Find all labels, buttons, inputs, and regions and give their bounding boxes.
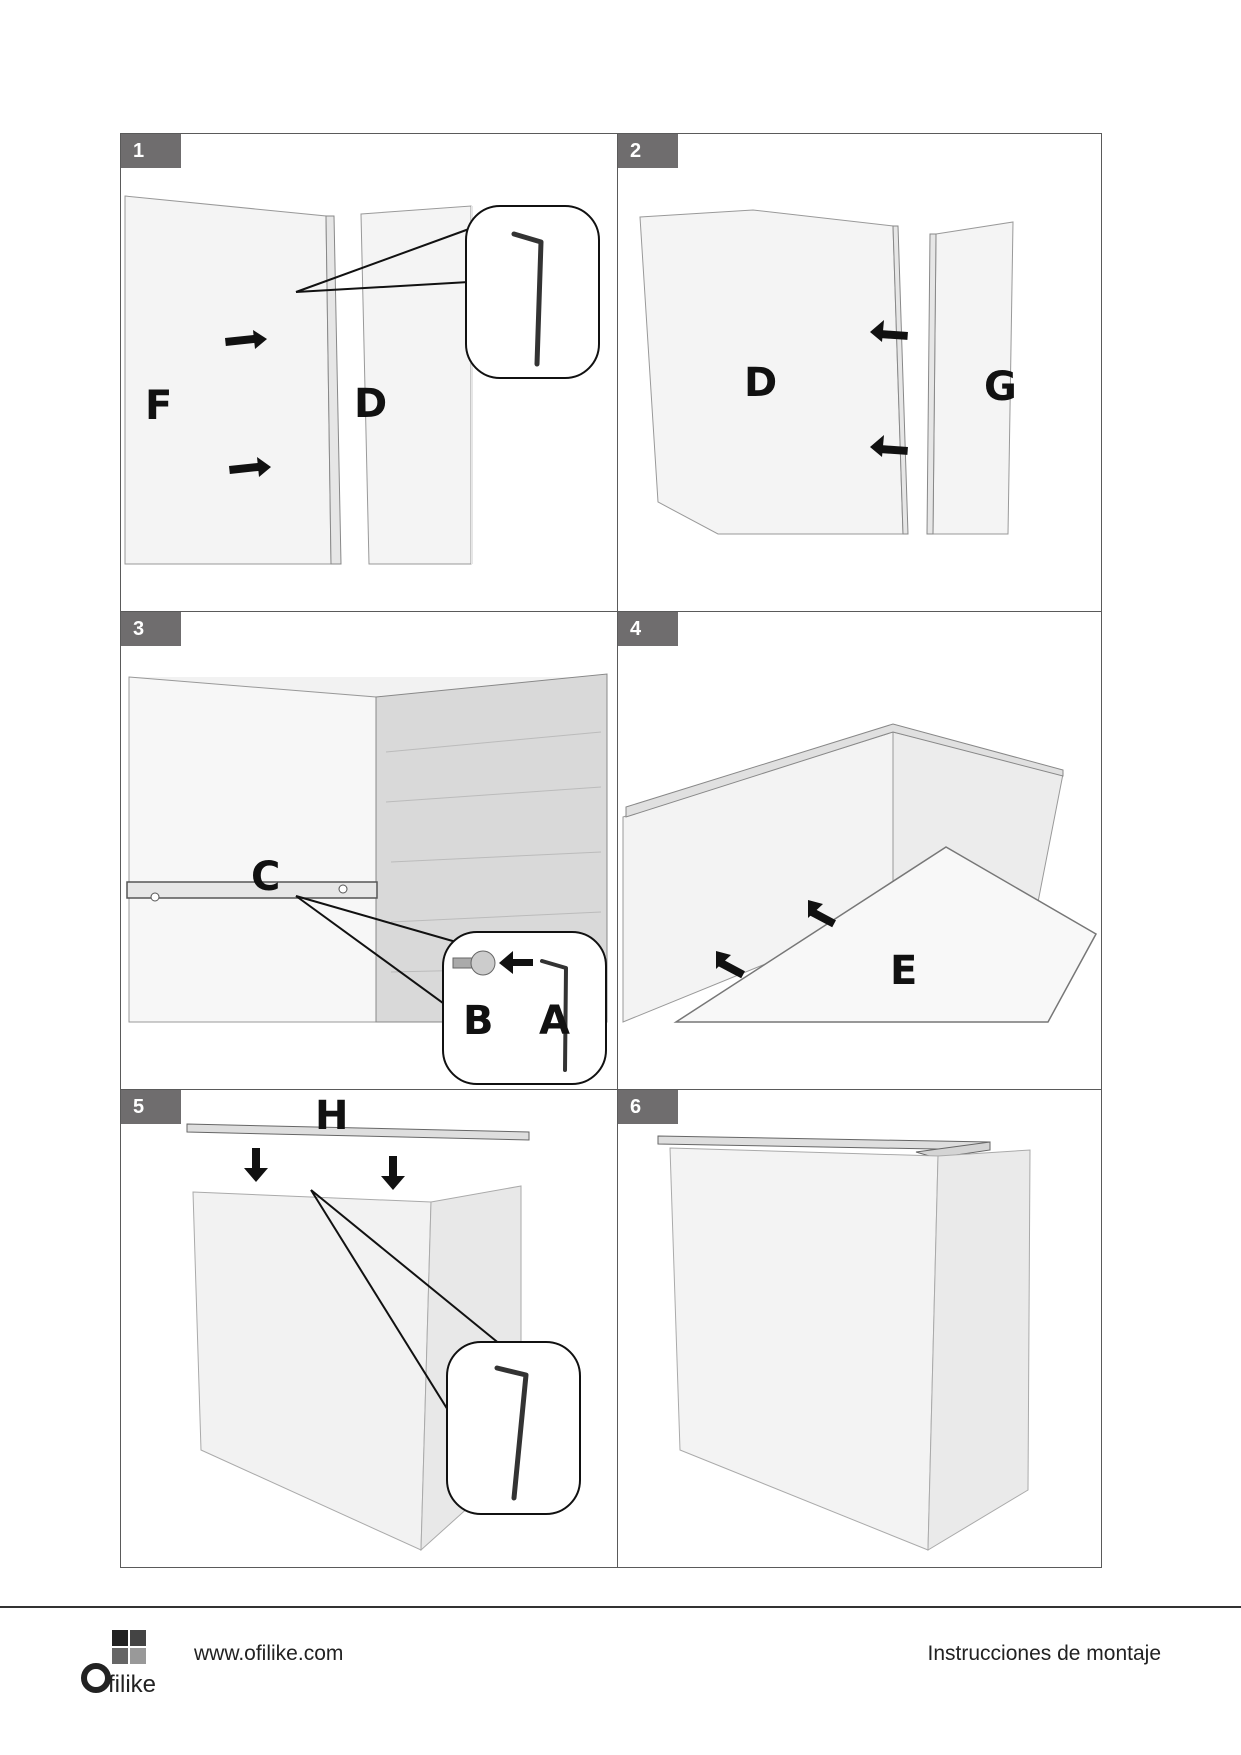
allen-key-icon xyxy=(494,1365,529,1501)
callout-box xyxy=(465,205,600,379)
part-label-d: D xyxy=(744,360,777,406)
grid-divider xyxy=(120,1089,1102,1090)
arrow-icon xyxy=(381,1156,405,1190)
step-number: 3 xyxy=(121,612,181,646)
part-label-h: H xyxy=(315,1093,348,1139)
step-panel-4: 4 E xyxy=(618,612,1109,1090)
cabinet-front xyxy=(669,1147,939,1551)
part-label-e: E xyxy=(890,948,917,994)
cabinet-front xyxy=(192,1191,432,1551)
arrow-icon xyxy=(244,1148,268,1182)
part-label-c: C xyxy=(251,854,280,900)
step-6-illustration xyxy=(657,1135,1031,1551)
part-label-g: G xyxy=(984,364,1017,410)
part-label-b: B xyxy=(463,998,494,1044)
cabinet-side xyxy=(927,1149,1031,1551)
logo-o-icon xyxy=(81,1663,111,1693)
part-label-a: A xyxy=(539,998,570,1044)
allen-key-icon xyxy=(511,231,544,367)
logo-squares-icon xyxy=(112,1630,146,1664)
arrow-icon xyxy=(870,435,908,457)
step-number: 6 xyxy=(618,1090,678,1124)
step-5-illustration: H xyxy=(186,1093,581,1552)
website-link[interactable]: www.ofilike.com xyxy=(194,1642,344,1665)
ofilike-logo: filike xyxy=(81,1630,156,1696)
part-label-d: D xyxy=(354,381,387,427)
step-number: 2 xyxy=(618,134,678,168)
step-2-illustration: D G xyxy=(639,209,1017,535)
panel-f-edge xyxy=(325,215,342,565)
countertop-h xyxy=(657,1135,991,1151)
arrow-icon xyxy=(225,330,267,349)
arrow-icon xyxy=(716,951,745,979)
bracket-c xyxy=(126,881,378,899)
arrow-icon xyxy=(499,951,533,974)
step-3-illustration: C B A xyxy=(126,673,608,1085)
callout-box xyxy=(446,1341,581,1515)
step-number: 4 xyxy=(618,612,678,646)
allen-key-icon xyxy=(540,959,568,1072)
side-panel xyxy=(128,676,377,1023)
step-panel-1: 1 F D xyxy=(121,134,612,612)
brand-name: filike xyxy=(108,1671,156,1696)
instruction-grid xyxy=(120,133,1102,1568)
step-number: 1 xyxy=(121,134,181,168)
countertop-h xyxy=(186,1123,530,1141)
step-panel-2: 2 D G xyxy=(618,134,1109,612)
panel-e xyxy=(673,846,1098,1023)
arrow-icon xyxy=(870,320,908,342)
part-label-f: F xyxy=(145,383,172,429)
step-4-illustration: E xyxy=(622,723,1098,1023)
step-number: 5 xyxy=(121,1090,181,1124)
grid-divider xyxy=(617,133,618,1568)
panel-f xyxy=(124,195,332,565)
step-panel-5: 5 H xyxy=(121,1090,612,1568)
document-title: Instrucciones de montaje xyxy=(927,1642,1161,1665)
grid-divider xyxy=(120,611,1102,612)
step-1-illustration: F D xyxy=(124,195,600,565)
footer-rule xyxy=(0,1606,1241,1608)
step-panel-3: 3 C B A xyxy=(121,612,612,1090)
step-panel-6: 6 xyxy=(618,1090,1109,1568)
arrow-icon xyxy=(229,457,271,477)
arrow-icon xyxy=(808,900,836,928)
screw-icon xyxy=(452,950,496,976)
